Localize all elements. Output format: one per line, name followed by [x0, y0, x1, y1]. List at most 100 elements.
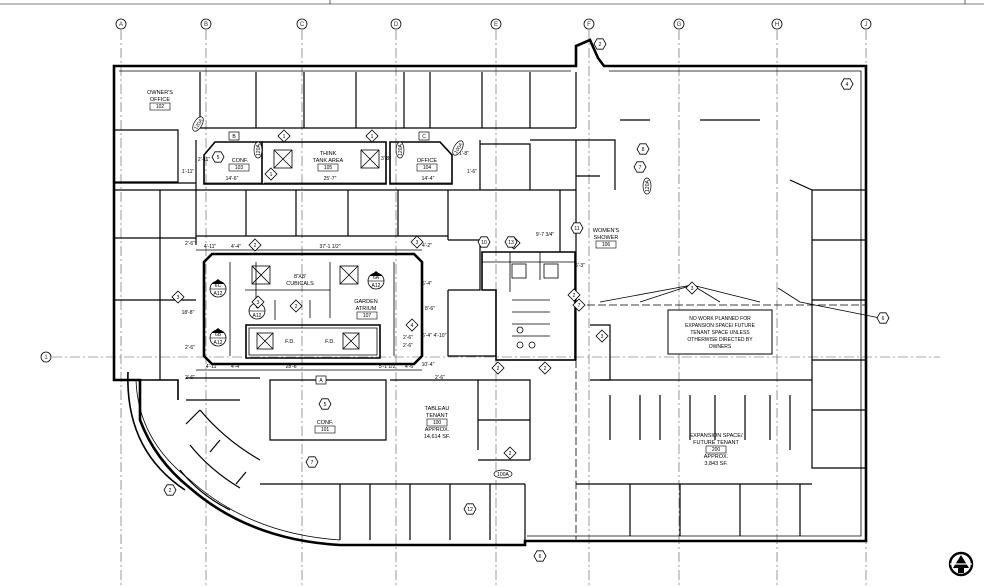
svg-text:8'X8': 8'X8': [294, 274, 306, 280]
svg-text:B: B: [204, 22, 208, 28]
svg-text:CONF.: CONF.: [232, 158, 249, 164]
keynote-diamond-8: 2: [538, 361, 552, 375]
svg-text:10'-4": 10'-4": [422, 362, 435, 368]
svg-text:C: C: [300, 22, 305, 28]
svg-text:SHOWER: SHOWER: [594, 235, 619, 241]
svg-text:A12: A12: [214, 291, 223, 297]
svg-text:D: D: [394, 22, 399, 28]
room-owners-office: OWNER'S OFFICE 102: [147, 90, 173, 111]
svg-text:C: C: [422, 134, 426, 140]
svg-text:EXPANSION SPACE/ FUTURE: EXPANSION SPACE/ FUTURE: [685, 323, 755, 329]
svg-text:120A: 120A: [645, 180, 651, 192]
keynote-hexagon-21: 6: [876, 312, 890, 324]
svg-text:A12: A12: [372, 283, 381, 289]
keynote-hexagon-20: 5: [211, 151, 225, 163]
room-cubicals: 8'X8' CUBICALS: [286, 274, 314, 287]
svg-text:OFFICE: OFFICE: [150, 97, 170, 103]
keynote-hexagon-16: 2: [163, 484, 177, 496]
room-conf-103: CONF. 103: [228, 158, 250, 172]
svg-text:104: 104: [423, 165, 432, 171]
svg-text:CONF.: CONF.: [317, 420, 334, 426]
svg-text:6'-4": 6'-4": [422, 281, 432, 287]
keynote-diamond-0: 1: [277, 129, 291, 143]
svg-text:105: 105: [324, 165, 333, 171]
svg-text:G: G: [677, 22, 682, 28]
svg-text:7: 7: [311, 460, 314, 466]
svg-text:J: J: [865, 22, 868, 28]
svg-text:CUBICALS: CUBICALS: [286, 281, 314, 287]
svg-text:2'-6": 2'-6": [435, 375, 445, 381]
room-labels: OWNER'S OFFICE 102 CONF. 103 THINK TANK …: [147, 90, 743, 467]
svg-text:14,614 SF.: 14,614 SF.: [424, 434, 451, 440]
svg-text:2: 2: [573, 293, 576, 299]
svg-text:120A: 120A: [256, 144, 262, 156]
svg-text:28'-6": 28'-6": [286, 364, 299, 370]
svg-text:2: 2: [169, 488, 172, 494]
svg-text:2: 2: [497, 366, 500, 372]
grid-bubbles: A B C D E F G H J 1: [40, 18, 872, 363]
svg-text:14'-6": 14'-6": [226, 176, 239, 182]
room-tableau-tenant: TABLEAU TENANT 100 APPROX. 14,614 SF.: [424, 406, 451, 440]
room-conf-101: CONF. 101: [314, 420, 336, 434]
note-line-1: NO WORK PLANNED FOR: [689, 316, 751, 322]
keynote-hexagon-28: 11: [570, 222, 584, 234]
svg-text:5'-1 1/2": 5'-1 1/2": [379, 364, 398, 370]
svg-text:120A: 120A: [193, 117, 204, 131]
keynote-diamond-18: 4: [405, 318, 419, 332]
svg-text:3: 3: [601, 334, 604, 340]
svg-text:9'-7 3/4": 9'-7 3/4": [536, 232, 555, 238]
svg-text:2'-6": 2'-6": [185, 241, 195, 247]
svg-text:1'-6": 1'-6": [467, 169, 477, 175]
svg-text:2: 2: [509, 451, 512, 457]
exterior-walls: [112, 38, 868, 547]
dimensions: 14'-6" 25'-7" 14'-4" 4'-11" 4'-4" 37'-1 …: [182, 151, 586, 381]
svg-text:4'-6": 4'-6": [405, 364, 415, 370]
keynote-hexagon-29: 12: [463, 503, 477, 515]
section-tag-6b: 6B A12: [209, 328, 227, 347]
keynote-hexagon-17: 4: [840, 78, 854, 90]
grid-bubble-j: J: [860, 18, 872, 30]
svg-text:4'-10": 4'-10": [434, 333, 447, 339]
svg-text:4'-4": 4'-4": [231, 244, 241, 250]
svg-text:2'-6": 2'-6": [403, 343, 413, 349]
svg-text:GARDEN: GARDEN: [354, 299, 378, 305]
keynote-hexagon-23: 7: [305, 456, 319, 468]
keynote-diamond-5: 2: [289, 299, 303, 313]
svg-text:14'-4": 14'-4": [422, 176, 435, 182]
svg-text:6A: 6A: [373, 275, 380, 281]
svg-text:EXPANSION SPACE/: EXPANSION SPACE/: [690, 433, 743, 439]
keynote-hexagon-30: 13: [504, 236, 518, 248]
keynote-hexagon-26: 8: [636, 143, 650, 155]
keynote-diamond-13: 3: [595, 329, 609, 343]
svg-text:2'-6": 2'-6": [185, 345, 195, 351]
svg-text:APPROX.: APPROX.: [704, 454, 729, 460]
keynote-diamond-2: 1: [264, 167, 278, 181]
keynotes: 11123222222333322445566777810111213: [163, 38, 890, 562]
svg-text:10: 10: [481, 240, 487, 246]
svg-text:2'-11": 2'-11": [198, 157, 211, 163]
grid-bubble-1: 1: [40, 351, 52, 363]
grid-bubble-c: C: [296, 18, 308, 30]
svg-text:100A: 100A: [453, 141, 464, 155]
svg-text:12: 12: [467, 507, 473, 513]
svg-text:APPROX.: APPROX.: [425, 427, 450, 433]
room-office-104: OFFICE 104: [416, 158, 437, 172]
svg-text:6: 6: [539, 554, 542, 560]
svg-text:TABLEAU: TABLEAU: [425, 406, 450, 412]
detail-tags: 120A 120A 120A 120A 100A 100A: [192, 116, 652, 479]
svg-text:A: A: [319, 378, 323, 384]
svg-text:1'-8": 1'-8": [459, 151, 469, 157]
svg-text:100A: 100A: [497, 472, 509, 478]
svg-text:3: 3: [257, 300, 260, 306]
second-row: [113, 190, 496, 380]
room-garden-atrium: GARDEN ATRIUM 107: [354, 299, 378, 320]
svg-text:5: 5: [217, 155, 220, 161]
section-tag-6a: 6A A12: [367, 271, 385, 290]
svg-text:106: 106: [602, 242, 611, 248]
svg-text:102: 102: [156, 104, 165, 110]
svg-text:100: 100: [433, 420, 442, 426]
svg-text:11: 11: [574, 226, 579, 232]
keynote-hexagon-19: 5: [318, 398, 332, 410]
keynote-diamond-10: 2: [567, 288, 581, 302]
